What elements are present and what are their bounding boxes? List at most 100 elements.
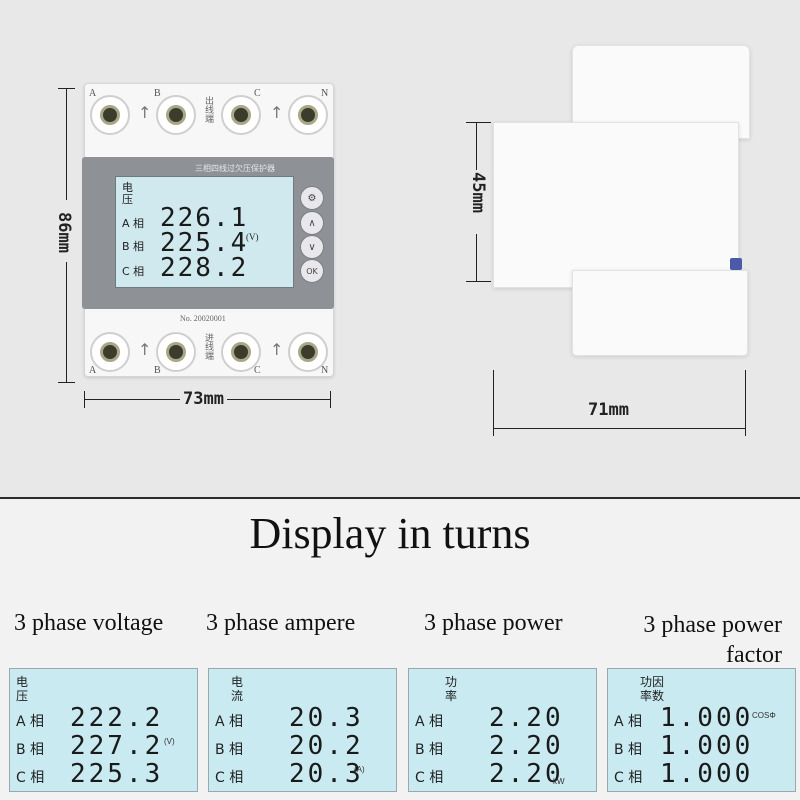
settings-button[interactable]: ⚙ [300,186,324,210]
mode-char: 率 [445,689,458,703]
dimension-tick [493,370,494,436]
row-value-b: 1.000 [660,731,754,761]
display-heading: Display in turns [249,509,531,558]
unit-label: (A) [354,765,365,774]
panel-mode-label: 功率 [445,675,457,703]
dimension-tick [58,88,75,89]
row-value-c: 20.3 [289,759,364,789]
width-dimension-label: 73mm [180,389,227,409]
screw-icon [100,342,120,362]
unit-label: (V) [164,737,175,746]
row-value-c: 1.000 [660,759,754,789]
row-label-b: B 相 [614,742,643,758]
caption-power-factor: 3 phase power factor [643,612,782,668]
row-value-b: 20.2 [289,731,364,761]
dimension-tick [84,391,85,408]
panel-mode-label: 功因率数 [640,675,664,703]
row-label-a: A 相 [215,714,244,730]
caption-ampere: 3 phase ampere [206,610,356,636]
panel-title: 三相四线过欠压保护器 [195,164,275,173]
mode-char: 功因 [640,675,665,689]
main-lcd-screen [115,176,294,288]
depth-height-dimension-label: 45mm [468,172,488,213]
power-display-panel: 功率 A 相 B 相 C 相 2.20 2.20 2.20 kW [408,668,597,792]
down-button[interactable]: ∨ [300,235,324,259]
mode-char: 电 [231,675,244,689]
row-label-b: B 相 [415,742,444,758]
panel-mode-label: 电压 [16,675,28,703]
top-terminal-label-a: A [89,88,97,99]
lcd-mode-char-1: 电 [122,181,133,194]
screw-icon [166,342,186,362]
mode-char: 压 [16,689,29,703]
screw-icon [100,105,120,125]
row-value-c: 225.3 [70,759,164,789]
row-value-a: 2.20 [489,703,564,733]
depth-dimension-label: 71mm [588,400,629,420]
bottom-terminal-c [221,332,261,372]
bottom-terminal-label-n: N [321,365,329,376]
row-value-a: 20.3 [289,703,364,733]
bottom-terminal-a [90,332,130,372]
power-factor-display-panel: 功因率数 A 相 B 相 C 相 1.000 1.000 1.000 COSΦ [607,668,796,792]
lcd-mode-label: 电压 [122,182,133,206]
up-button[interactable]: ∧ [300,211,324,235]
top-terminal-a [90,95,130,135]
top-terminal-label-n: N [321,88,329,99]
row-label-c: C 相 [415,770,444,786]
dimension-label-bg [48,200,78,262]
top-terminal-label-c: C [254,88,261,99]
lcd-unit: (V) [246,232,259,242]
top-terminal-n [288,95,328,135]
screw-icon [166,105,186,125]
section-divider [0,497,800,499]
screw-icon [231,105,251,125]
mode-char: 电 [16,675,29,689]
caption-power: 3 phase power [424,610,563,636]
depth-dimension-line [493,428,746,429]
side-bottom-section [572,270,748,356]
unit-label: COSΦ [752,711,776,720]
bottom-terminal-label-a: A [89,365,97,376]
screw-icon [298,342,318,362]
row-label-a: A 相 [614,714,643,730]
row-label-c: C 相 [215,770,244,786]
dimension-tick [330,391,331,408]
lcd-mode-char-2: 压 [122,193,133,206]
row-label-a: A 相 [16,714,45,730]
mode-char: 率数 [640,689,665,703]
row-label-b: B 相 [16,742,45,758]
lcd-value-c: 228.2 [160,253,249,283]
row-value-c: 2.20 [489,759,564,789]
row-label-c: C 相 [16,770,45,786]
ampere-display-panel: 电流 A 相 B 相 C 相 20.3 20.2 20.3 (A) [208,668,397,792]
top-terminal-b [156,95,196,135]
bottom-terminal-n [288,332,328,372]
arrow-up-icon: ↑ [138,340,152,359]
dimension-tick [466,281,491,282]
lcd-value-b: 225.4 [160,228,249,258]
screw-icon [231,342,251,362]
lcd-row-label-a: A 相 [122,217,145,230]
dimension-label-bg [462,170,490,234]
lcd-row-label-b: B 相 [122,240,145,253]
row-label-b: B 相 [215,742,244,758]
bottom-terminal-label-b: B [154,365,161,376]
panel-mode-label: 电流 [231,675,243,703]
side-middle-section [493,122,739,288]
row-label-c: C 相 [614,770,643,786]
caption-voltage: 3 phase voltage [14,610,164,636]
inlet-side-label: 进线端 [203,333,213,360]
row-value-b: 227.2 [70,731,164,761]
bottom-terminal-label-c: C [254,365,261,376]
ok-button[interactable]: OK [300,259,324,283]
unit-label: kW [553,777,565,786]
bottom-terminal-b [156,332,196,372]
voltage-display-panel: 电压 A 相 B 相 C 相 222.2 227.2 225.3 (V) [9,668,198,792]
serial-number: No. 20020001 [180,314,226,323]
top-terminal-c [221,95,261,135]
lcd-value-a: 226.1 [160,203,249,233]
arrow-up-icon: ↑ [138,103,152,122]
dimension-tick [58,382,75,383]
row-value-a: 1.000 [660,703,754,733]
